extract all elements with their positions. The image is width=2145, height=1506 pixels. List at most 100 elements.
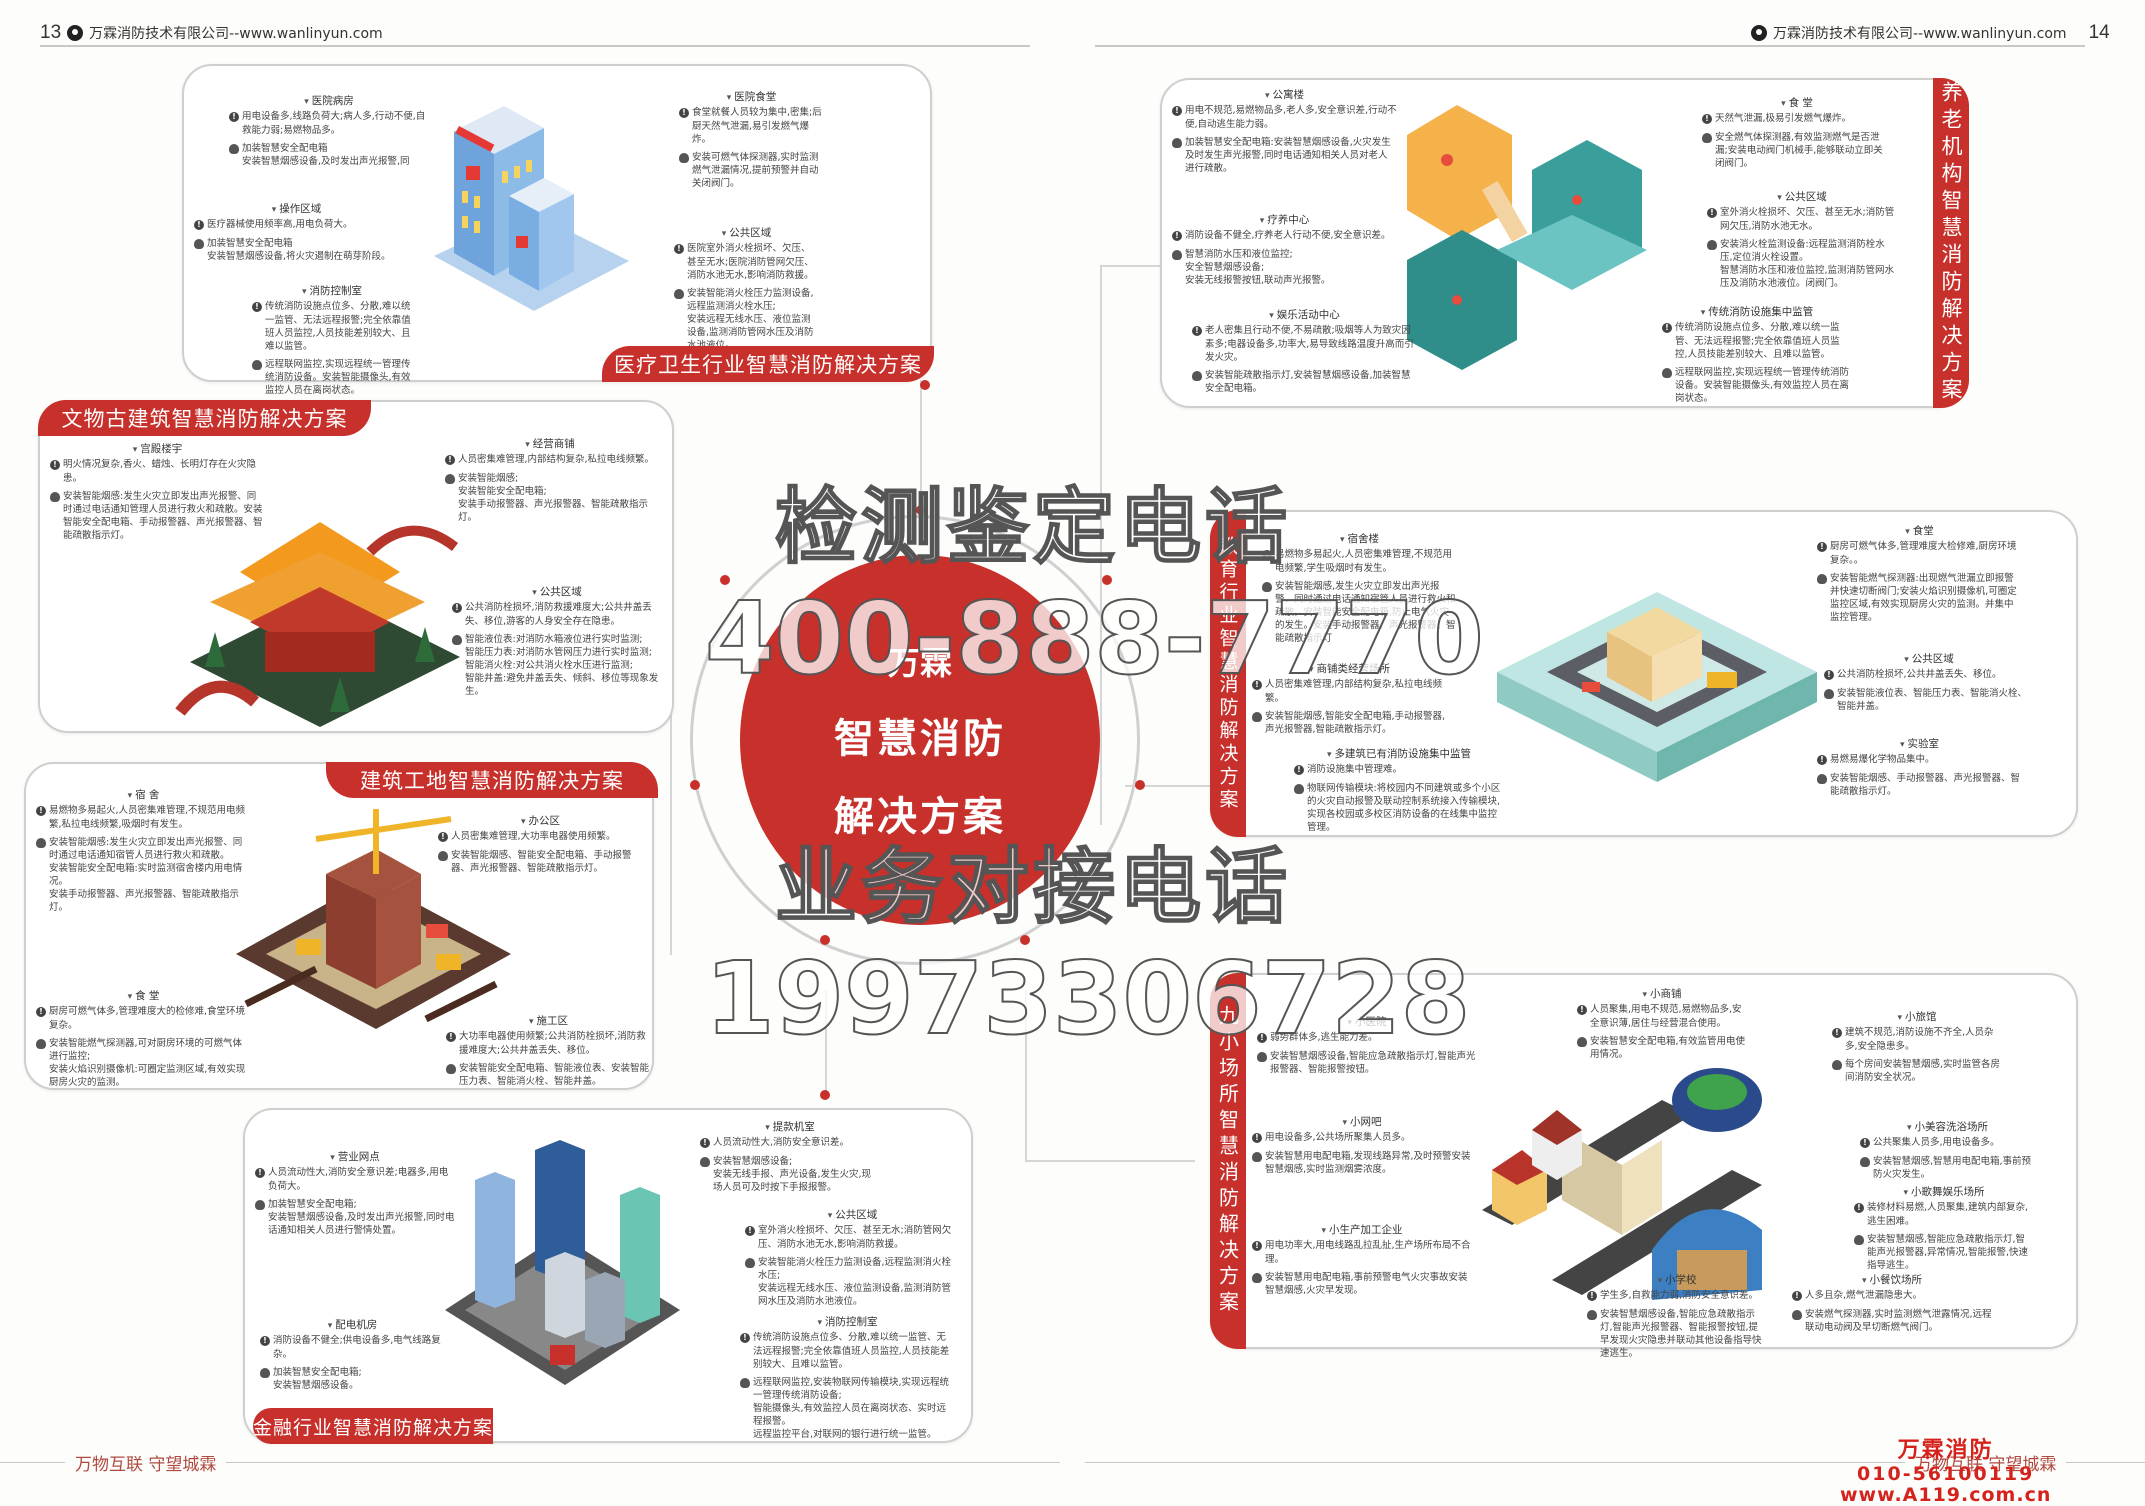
warning-icon: ! — [1172, 106, 1182, 117]
city-block-illustration — [445, 1140, 680, 1385]
warning-icon: ! — [1262, 550, 1272, 561]
warning-icon: ! — [1252, 1241, 1262, 1252]
zone-text: 大功率电器使用频繁;公共消防栓损坏,消防救援难度大;公共井盖丢失、移位。 — [459, 1031, 646, 1056]
header-divider-right — [1095, 45, 2085, 47]
warning-icon: ! — [700, 1138, 710, 1149]
zone-text: 用电功率大,用电线路乱拉乱扯,生产场所布局不合理。 — [1265, 1240, 1471, 1265]
zone-text: 安装智能燃气探测器,可对厨房环境的可燃气体进行监控; 安装火焰识别摄像机:可圈定… — [49, 1037, 246, 1089]
zone-small-hospital: 小医院 !弱势群体多,逃生能力差。 安装智慧烟感设备,智能应急疏散指示灯,智能声… — [1257, 1015, 1477, 1081]
page-number-right: 14 — [2088, 22, 2110, 43]
zone-office: 办公区 !人员密集难管理,大功率电器使用频繁。 安装智能烟感、智能安全配电箱、手… — [438, 814, 643, 880]
zone-dorm: 宿舍楼 !易燃物多易起火,人员密集难管理,不规范用电频繁,学生吸烟时有发生。 安… — [1262, 532, 1457, 650]
center-ring — [690, 515, 1140, 965]
connector-dot — [916, 505, 926, 515]
warning-icon: ! — [252, 302, 262, 313]
brand-stamp: 万霖消防 010-56100119 www.A119.com.cn — [1840, 1432, 2051, 1506]
company-name-left: 万霖消防技术有限公司--www.wanlinyun.com — [89, 26, 383, 42]
zone-public: 公共区域 !公共消防栓损坏,消防救援难度大;公共井盖丢失、移位,游客的人身安全存… — [452, 585, 662, 703]
zone-text: 人员流动性大,消防安全意识差。 — [713, 1137, 850, 1149]
lightbulb-icon — [1172, 249, 1182, 260]
zone-text: 安装智能烟感:发生火灾立即发出声光报警、同时通过电话通知宿管人员进行救火和疏散。… — [49, 836, 243, 914]
lightbulb-icon — [1854, 1234, 1864, 1245]
zone-text: 天然气泄漏,极易引发燃气爆炸。 — [1715, 113, 1852, 125]
panel-construction: 建筑工地智慧消防解决方案 宿 舍 !易燃物多易起火,人员密集难管理,不规范用电频… — [24, 762, 658, 1090]
zone-text: 传统消防设施点位多、分散,难以统一监管、无法远程报警;完全依靠值班人员监控,人员… — [265, 301, 411, 352]
zone-name: 娱乐活动中心 — [1192, 308, 1417, 322]
header-divider-left — [40, 45, 1030, 47]
lightbulb-icon — [1860, 1156, 1870, 1167]
zone-text: 安装智慧用电配电箱,事前预警电气火灾事故安装智慧烟感,火灾早发现。 — [1265, 1271, 1468, 1296]
zone-name: 公寓楼 — [1172, 88, 1397, 102]
center-hub: 万霖 智慧消防 解决方案 — [740, 555, 1100, 925]
zone-text: 易燃易爆化学物品集中。 — [1830, 754, 1935, 766]
zone-text: 安装智能疏散指示灯,安装智慧烟感设备,加装智慧安全配电箱。 — [1205, 369, 1411, 394]
zone-text: 安装智能消火栓压力监测设备,远程监测消火栓水压; 安装远程无线水压、液位监测设备… — [687, 287, 814, 351]
zone-text: 加装智慧安全配电箱 安装智慧烟感设备,将火灾遏制在萌芽阶段。 — [207, 237, 391, 262]
lightbulb-icon — [1252, 1151, 1262, 1162]
zone-public: 公共区域 !医院室外消火栓损坏、欠压、甚至无水;医院消防管网欠压、消防水池无水,… — [674, 226, 819, 357]
nursing-home-illustration — [1407, 105, 1647, 370]
zone-multi-building: 多建筑已有消防设施集中监管 !消防设施集中管理难。 物联网传输模块:将校园内不同… — [1294, 747, 1504, 839]
zone-text: 安装智能燃气探测器:出现燃气泄漏立即报警并快速切断阀门;安装火焰识别摄像机,可圈… — [1830, 572, 2017, 624]
lightbulb-icon — [452, 634, 462, 645]
zone-name: 公共区域 — [745, 1208, 960, 1222]
zone-text: 安装智能烟感,智能安全配电箱,手动报警器,声光报警器,智能疏散指示灯。 — [1265, 710, 1446, 735]
zone-text: 明火情况复杂,香火、蜡烛、长明灯存在火灾隐患。 — [63, 459, 257, 484]
page-number-left: 13 — [40, 22, 62, 43]
warning-icon: ! — [1257, 1033, 1267, 1044]
connector-line — [670, 565, 672, 955]
zone-name: 办公区 — [438, 814, 643, 828]
warning-icon: ! — [1577, 1005, 1587, 1016]
zone-name: 疗养中心 — [1172, 213, 1397, 227]
connector-dot — [920, 380, 930, 390]
zone-operation: 操作区域 !医疗器械使用频率高,用电负荷大。 加装智慧安全配电箱 安装智慧烟感设… — [194, 202, 399, 268]
warning-icon: ! — [445, 455, 455, 466]
panel-title-finance: 金融行业智慧消防解决方案 — [253, 1408, 493, 1444]
lightbulb-icon — [1662, 367, 1672, 378]
warning-icon: ! — [36, 806, 46, 817]
zone-name: 医院病房 — [229, 94, 429, 108]
lightbulb-icon — [229, 143, 239, 154]
construction-site-illustration — [236, 809, 511, 1029]
zone-name: 食 堂 — [36, 989, 251, 1003]
lightbulb-icon — [1252, 1272, 1262, 1283]
brand-url[interactable]: www.A119.com.cn — [1840, 1483, 2052, 1506]
warning-icon: ! — [1860, 1138, 1870, 1149]
center-line-2: 解决方案 — [834, 794, 1006, 840]
warning-icon: ! — [740, 1333, 750, 1344]
zone-canteen: 食堂 !厨房可燃气体多,管理难度大检修难,厨房环境复杂。。 安装智能燃气探测器:… — [1817, 524, 2022, 629]
warning-icon: ! — [1817, 542, 1827, 553]
zone-text: 安装智能烟感:发生火灾立即发出声光报警、同时通过电话通知管理人员进行救火和疏散。… — [63, 490, 263, 542]
warning-icon: ! — [679, 108, 689, 119]
zone-text: 安装智慧烟感,智慧用电配电箱,事前预防火灾发生。 — [1873, 1155, 2032, 1180]
zone-text: 安装智能消火栓压力监测设备,远程监测消火栓水压; 安装远程无线水压、液位监测设备… — [758, 1256, 952, 1308]
zone-name: 消防控制室 — [252, 284, 412, 298]
warning-icon: ! — [1832, 1028, 1842, 1039]
connector-line — [1025, 990, 1027, 1160]
warning-icon: ! — [1824, 670, 1834, 681]
zone-text: 消防设备不健全;供电设备多,电气线路复杂。 — [273, 1335, 441, 1360]
zone-apartment: 公寓楼 !用电不规范,易燃物品多,老人多,安全意识差,行动不便,自动逃生能力弱。… — [1172, 88, 1397, 180]
lightbulb-icon — [1587, 1309, 1597, 1320]
footer-slogan-right: 万物互联 守望城霖 — [1905, 1450, 2067, 1475]
lightbulb-icon — [50, 491, 60, 502]
connector-line — [825, 990, 827, 1100]
zone-public: 公共区域 !公共消防栓损坏,公共井盖丢失、移位。 安装智能液位表、智能压力表、智… — [1824, 652, 2034, 718]
warning-icon: ! — [1252, 680, 1262, 691]
zone-text: 学生多,自救能力弱,消防安全意识差。 — [1600, 1290, 1759, 1302]
zone-text: 安装智慧用电配电箱,发现线路异常,及时预警安装智慧烟感,实时监测烟雾浓度。 — [1265, 1150, 1471, 1175]
zone-small-school: 小学校 !学生多,自救能力弱,消防安全意识差。 安装智慧烟感设备,智能应急疏散指… — [1587, 1273, 1767, 1365]
panel-title-elderly: 养老机构智慧消防解决方案 — [1933, 78, 1969, 408]
footer-divider-right — [1085, 1462, 2145, 1463]
zone-text: 食堂就餐人员较为集中,密集;后厨天然气泄漏,易引发燃气爆炸。 — [692, 107, 822, 145]
warning-icon: ! — [452, 603, 462, 614]
zone-text: 人员密集难管理,内部结构复杂,私拉电线频繁。 — [1265, 679, 1443, 704]
lightbulb-icon — [1257, 1051, 1267, 1062]
zone-name: 公共区域 — [674, 226, 819, 240]
lightbulb-icon — [1192, 370, 1202, 381]
zone-text: 安装可燃气体探测器,实时监测燃气泄漏情况,提前预警并自动关闭阀门。 — [692, 151, 819, 190]
footer-divider-left — [0, 1462, 1060, 1463]
warning-icon: ! — [674, 244, 684, 255]
zone-text: 人员流动性大,消防安全意识差;电器多,用电负荷大。 — [268, 1167, 449, 1192]
zone-text: 人员聚集,用电不规范,易燃物品多,安全意识薄,居住与经营混合使用。 — [1590, 1004, 1742, 1029]
